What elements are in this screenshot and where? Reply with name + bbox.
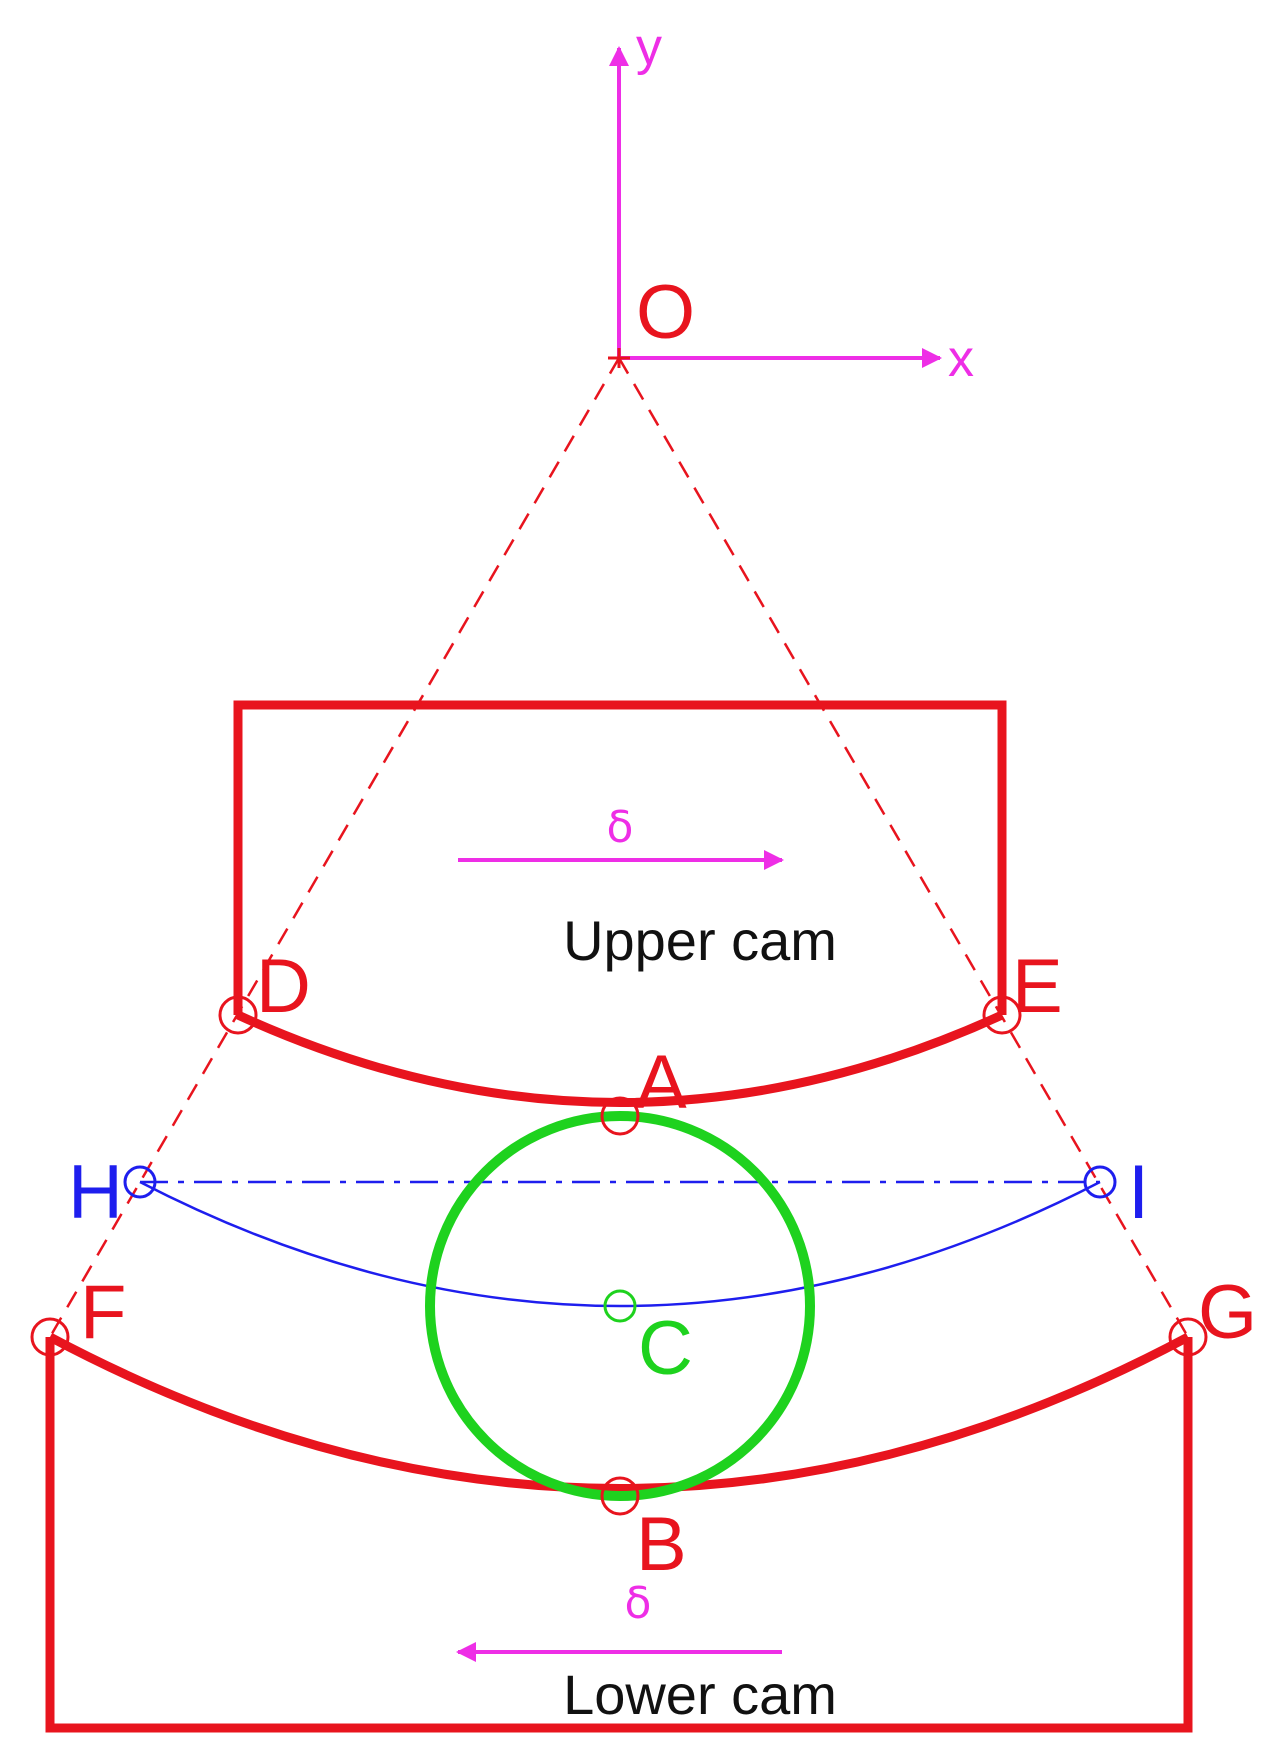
point-g-marker bbox=[1168, 1317, 1208, 1357]
y-axis-label: y bbox=[636, 18, 662, 76]
upper-cam-label: Upper cam bbox=[563, 909, 837, 972]
lower-cam-label: Lower cam bbox=[563, 1663, 837, 1726]
roller-path bbox=[123, 1165, 1117, 1308]
point-a-label: A bbox=[636, 1040, 687, 1125]
upper-cam-body bbox=[233, 700, 1007, 1015]
lower-cam: δ Lower cam bbox=[45, 1333, 1193, 1733]
origin-label: O bbox=[636, 270, 695, 355]
point-d-marker bbox=[218, 995, 258, 1035]
point-h-label: H bbox=[68, 1150, 123, 1235]
point-c-marker bbox=[603, 1289, 637, 1323]
roller-center-arc bbox=[139, 1180, 1101, 1308]
point-d-label: D bbox=[256, 944, 311, 1029]
point-h-marker bbox=[123, 1165, 157, 1199]
lower-cam-body bbox=[45, 1337, 1193, 1733]
point-e-label: E bbox=[1012, 944, 1063, 1029]
point-f-marker bbox=[30, 1317, 70, 1357]
upper-cam-motion-label: δ bbox=[607, 802, 634, 853]
radial-line-left bbox=[48, 357, 621, 1338]
coordinate-axes: y x O bbox=[608, 18, 974, 388]
roller-circle bbox=[425, 1111, 815, 1501]
point-i-label: I bbox=[1128, 1150, 1149, 1235]
radial-construction-lines bbox=[48, 357, 1190, 1338]
lower-cam-motion-label: δ bbox=[625, 1578, 652, 1629]
point-labels: A B C D E F G H I bbox=[68, 944, 1257, 1587]
upper-cam-contact-arc bbox=[236, 1010, 1004, 1107]
point-g-label: G bbox=[1198, 1270, 1257, 1355]
point-b-marker bbox=[600, 1476, 640, 1516]
upper-cam: δ Upper cam bbox=[233, 700, 1007, 1107]
point-e-marker bbox=[982, 995, 1022, 1035]
point-f-label: F bbox=[80, 1270, 126, 1355]
point-i-marker bbox=[1083, 1165, 1117, 1199]
contact-point-markers bbox=[30, 995, 1208, 1516]
radial-line-right bbox=[617, 357, 1190, 1338]
lower-cam-contact-arc bbox=[47, 1333, 1191, 1493]
point-a-marker bbox=[600, 1096, 640, 1136]
point-c-label: C bbox=[638, 1306, 693, 1391]
x-axis-label: x bbox=[948, 330, 974, 388]
point-b-label: B bbox=[636, 1502, 687, 1587]
